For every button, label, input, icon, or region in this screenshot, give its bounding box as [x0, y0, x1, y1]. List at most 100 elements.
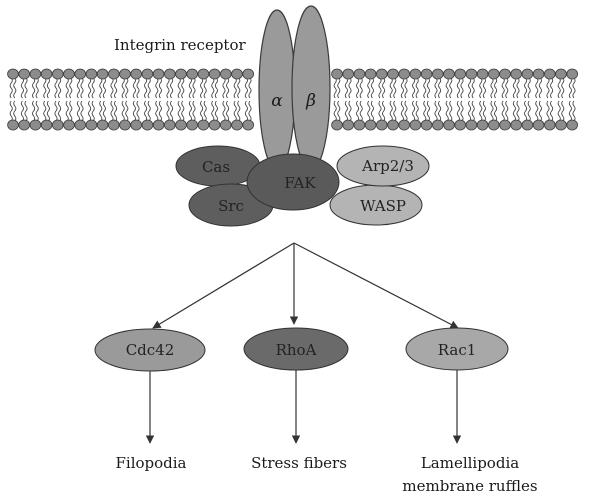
lipid-tail: [47, 78, 49, 98]
cellular-outcomes: Filopodia Stress fibers Lamellipodia mem…: [115, 454, 537, 495]
lipid-head: [176, 69, 187, 79]
lipid-tail: [44, 78, 46, 98]
lipid-tail: [178, 101, 180, 121]
lipid-tail: [234, 78, 236, 98]
lipid-tail: [379, 101, 381, 121]
lipid-tail: [345, 101, 347, 121]
lipid-tail: [491, 101, 493, 121]
lipid-tail: [569, 78, 571, 98]
lipid-tail: [223, 78, 225, 98]
lipid-tail: [100, 78, 102, 98]
lipid-tail: [472, 101, 474, 121]
lipid-tail: [450, 101, 452, 121]
lipid-tail: [461, 101, 463, 121]
lipid-head: [444, 120, 455, 130]
lipid-head: [86, 120, 97, 130]
lipid-head: [399, 69, 410, 79]
membrane-ruffles-label: membrane ruffles: [402, 477, 537, 495]
lipid-tail: [249, 78, 251, 98]
lipid-head: [243, 120, 254, 130]
lipid-tail: [171, 78, 173, 98]
lipid-head: [8, 69, 19, 79]
lipid-tail: [148, 101, 150, 121]
lipid-head: [533, 120, 544, 130]
lipid-head: [388, 120, 399, 130]
lipid-tail: [111, 78, 113, 98]
lipid-head: [187, 69, 198, 79]
wasp-label: WASP: [360, 197, 406, 215]
lipid-tail: [201, 78, 203, 98]
integrin-receptor: α β: [259, 6, 330, 170]
rac1-label: Rac1: [438, 341, 477, 359]
lipid-tail: [212, 78, 214, 98]
lipid-tail: [159, 101, 161, 121]
lipid-tail: [137, 101, 139, 121]
lipid-tail: [33, 101, 35, 121]
lipid-tail: [439, 101, 441, 121]
lipid-head: [52, 69, 63, 79]
lipid-head: [52, 120, 63, 130]
lipid-head: [243, 69, 254, 79]
lamellipodia-label: Lamellipodia: [421, 454, 519, 472]
lipid-tail: [10, 78, 12, 98]
lipid-tail: [178, 78, 180, 98]
lipid-tail: [334, 78, 336, 98]
lipid-head: [232, 69, 243, 79]
lipid-head: [176, 120, 187, 130]
lipid-head: [64, 69, 75, 79]
lipid-tail: [133, 78, 135, 98]
lipid-head: [131, 120, 142, 130]
lipid-tail: [167, 101, 169, 121]
lipid-head: [209, 69, 220, 79]
lipid-tail: [413, 78, 415, 98]
lipid-tail: [569, 101, 571, 121]
lipid-tail: [390, 101, 392, 121]
lipid-tail: [528, 101, 530, 121]
lipid-tail: [70, 78, 72, 98]
lipid-head: [30, 120, 41, 130]
receptor-title: Integrin receptor: [114, 36, 246, 54]
lipid-tail: [517, 101, 519, 121]
lipid-tail: [424, 78, 426, 98]
filopodia-label: Filopodia: [115, 454, 186, 472]
lipid-tail: [227, 101, 229, 121]
lipid-head: [533, 69, 544, 79]
lipid-tail: [539, 78, 541, 98]
lipid-tail: [81, 101, 83, 121]
lipid-tail: [562, 101, 564, 121]
lipid-tail: [36, 101, 38, 121]
lipid-tail: [25, 78, 27, 98]
lipid-tail: [360, 78, 362, 98]
lipid-tail: [21, 78, 23, 98]
lipid-tail: [424, 101, 426, 121]
lipid-tail: [156, 101, 158, 121]
lipid-tail: [148, 78, 150, 98]
lipid-tail: [457, 78, 459, 98]
lipid-tail: [103, 78, 105, 98]
lipid-tail: [55, 78, 57, 98]
lipid-tail: [502, 78, 504, 98]
lipid-tail: [558, 78, 560, 98]
lipid-tail: [25, 101, 27, 121]
lipid-head: [86, 69, 97, 79]
lipid-head: [108, 120, 119, 130]
lipid-head: [376, 69, 387, 79]
lipid-tail: [193, 78, 195, 98]
lipid-head: [41, 69, 52, 79]
src-label: Src: [218, 197, 244, 215]
lipid-tail: [539, 101, 541, 121]
lipid-tail: [103, 101, 105, 121]
lipid-tail: [446, 101, 448, 121]
lipid-head: [455, 120, 466, 130]
lipid-tail: [171, 101, 173, 121]
lipid-head: [410, 120, 421, 130]
lipid-head: [8, 120, 19, 130]
lipid-tail: [525, 101, 527, 121]
lipid-tail: [528, 78, 530, 98]
lipid-head: [500, 120, 511, 130]
lipid-head: [488, 120, 499, 130]
lipid-tail: [338, 101, 340, 121]
lipid-tail: [145, 101, 147, 121]
lipid-tail: [558, 101, 560, 121]
